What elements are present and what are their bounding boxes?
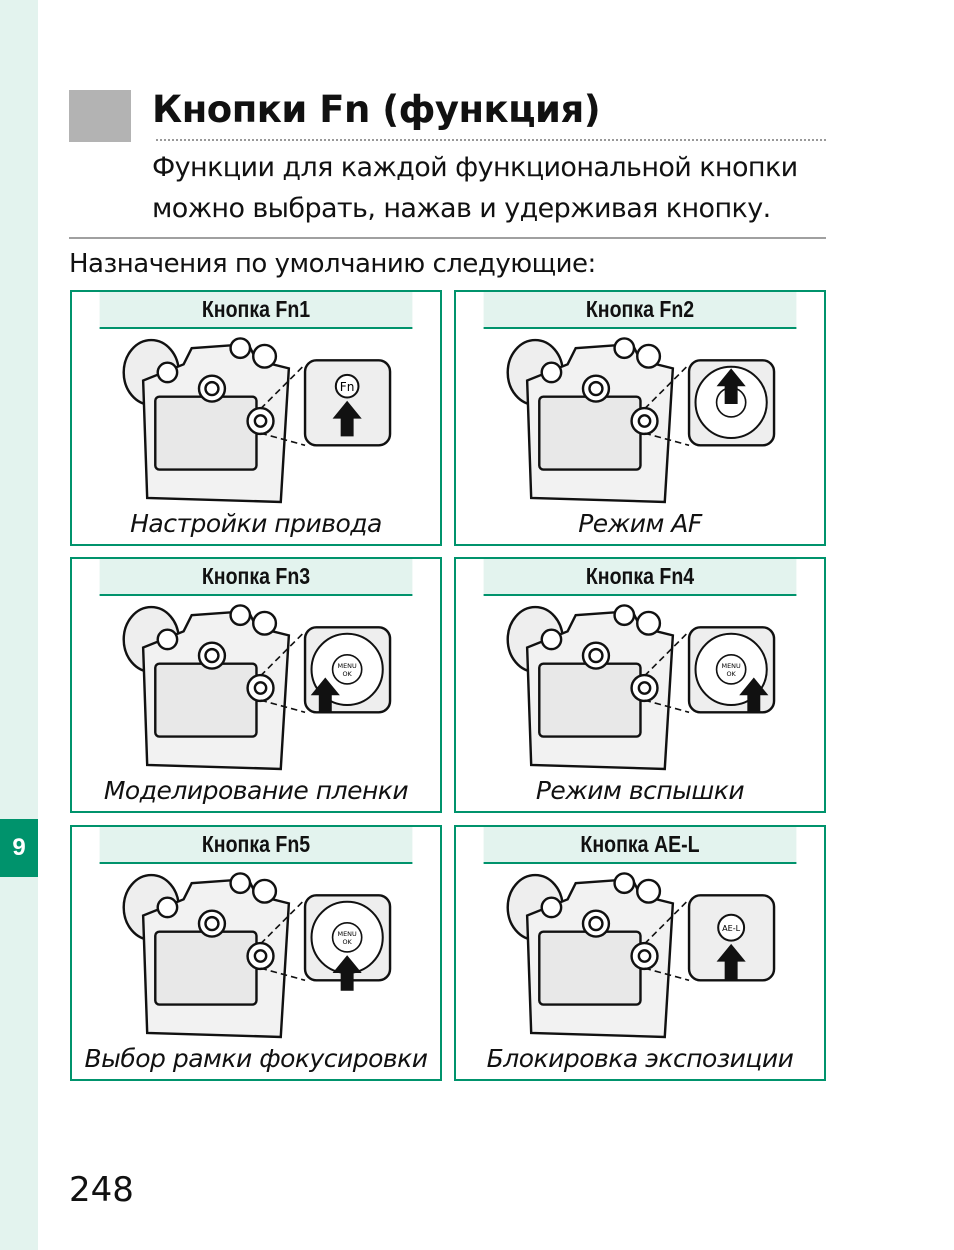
page-number: 248 — [69, 1170, 134, 1210]
lead-text: Назначения по умолчанию следующие: — [69, 249, 596, 279]
menu-label: MENU — [338, 662, 358, 670]
box-caption: Блокировка экспозиции — [486, 1044, 794, 1073]
camera-figure: AE-L — [506, 872, 776, 1039]
box-header: Кнопка Fn2 — [483, 292, 797, 329]
box-header: Кнопка Fn4 — [483, 559, 797, 596]
intro-text: Функции для каждой функциональной кнопки… — [152, 147, 798, 229]
press-arrow-icon — [310, 677, 340, 714]
chapter-strip — [0, 0, 38, 1250]
camera-illustration — [122, 872, 291, 1039]
ok-label: OK — [726, 670, 736, 678]
section-marker — [69, 90, 131, 142]
box-header: Кнопка Fn3 — [99, 559, 413, 596]
ael-label: AE-L — [722, 923, 741, 933]
ok-label: OK — [342, 670, 352, 678]
intro-line: можно выбрать, нажав и удерживая кнопку. — [152, 193, 771, 224]
camera-illustration — [122, 337, 291, 504]
button-assignment-box: Кнопка Fn2 Режим AF — [454, 290, 826, 546]
box-caption: Моделирование пленки — [103, 776, 409, 805]
camera-illustration — [506, 872, 675, 1039]
box-caption: Выбор рамки фокусировки — [84, 1044, 428, 1073]
menu-label: MENU — [722, 662, 742, 670]
fn-label: Fn — [340, 380, 355, 394]
box-caption: Режим AF — [578, 509, 702, 538]
box-header: Кнопка Fn5 — [99, 827, 413, 864]
camera-figure: Fn — [122, 337, 392, 504]
ok-label: OK — [342, 938, 352, 946]
page-title: Кнопки Fn (функция) — [152, 88, 601, 131]
button-assignment-box: Кнопка Fn1 Fn Настройки привода — [70, 290, 442, 546]
box-caption: Настройки привода — [130, 509, 382, 538]
box-caption: Режим вспышки — [535, 776, 745, 805]
intro-line: Функции для каждой функциональной кнопки — [152, 152, 798, 183]
divider — [69, 237, 826, 239]
dotted-divider — [156, 139, 826, 141]
camera-figure — [506, 337, 776, 504]
camera-illustration — [122, 604, 291, 771]
press-arrow-icon — [739, 677, 769, 714]
camera-illustration — [506, 604, 675, 771]
box-header: Кнопка AE-L — [483, 827, 797, 864]
press-arrow-icon — [716, 943, 746, 980]
menu-label: MENU — [338, 930, 358, 938]
box-header: Кнопка Fn1 — [99, 292, 413, 329]
camera-illustration — [506, 337, 675, 504]
chapter-tab[interactable]: 9 — [0, 819, 38, 877]
button-assignment-box: Кнопка AE-L AE-L Блокировка экспозиции — [454, 825, 826, 1081]
